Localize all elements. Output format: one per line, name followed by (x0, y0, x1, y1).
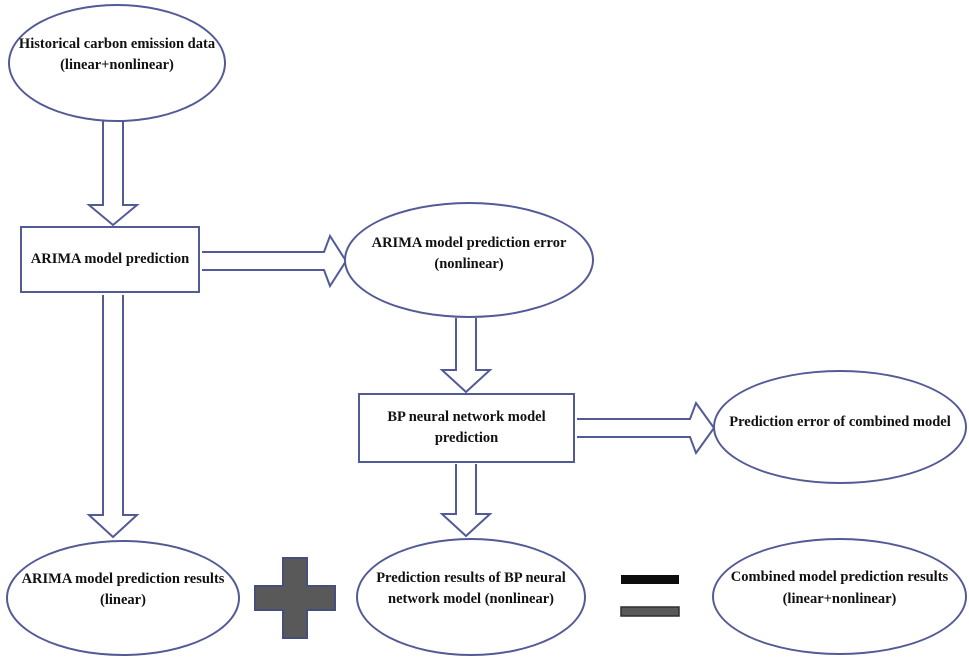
arrow-bp-to-combined-error (577, 400, 716, 456)
node-label: ARIMA model prediction error (371, 234, 567, 251)
node-label: (linear) (100, 592, 146, 608)
node-arima-results: ARIMA model prediction results (linear) (6, 540, 240, 656)
node-historical-data: Historical carbon emission data (linear+… (8, 4, 226, 122)
node-combined-model-error: Prediction error of combined model (713, 370, 967, 484)
node-combined-results: Combined model prediction results (linea… (712, 538, 967, 655)
node-label: network model (nonlinear) (388, 591, 554, 607)
node-label: (linear+nonlinear) (60, 57, 174, 73)
node-label: Historical carbon emission data (18, 35, 216, 52)
arrow-historical-to-arima (86, 120, 140, 227)
node-label: Prediction error of combined model (729, 414, 951, 431)
arrow-arima-to-error (202, 233, 348, 289)
node-label: prediction (434, 430, 499, 446)
node-bp-results: Prediction results of BP neural network … (356, 538, 586, 656)
equals-icon (620, 575, 680, 617)
node-label: ARIMA model prediction (30, 250, 190, 267)
arrow-bp-to-results (439, 464, 493, 538)
arrow-arima-to-results (86, 295, 140, 539)
node-label: BP neural network model (387, 408, 546, 425)
node-label: ARIMA model prediction results (21, 570, 225, 587)
node-arima-prediction-error: ARIMA model prediction error (nonlinear) (344, 202, 594, 318)
plus-icon (254, 557, 336, 639)
node-label: Combined model prediction results (730, 569, 949, 586)
node-arima-model-prediction: ARIMA model prediction (20, 226, 200, 293)
node-label: Prediction results of BP neural (376, 569, 566, 586)
node-label: (nonlinear) (434, 256, 504, 272)
arrow-error-to-bp (439, 318, 493, 394)
node-bp-neural-network: BP neural network model prediction (358, 393, 575, 463)
node-label: (linear+nonlinear) (782, 590, 897, 607)
